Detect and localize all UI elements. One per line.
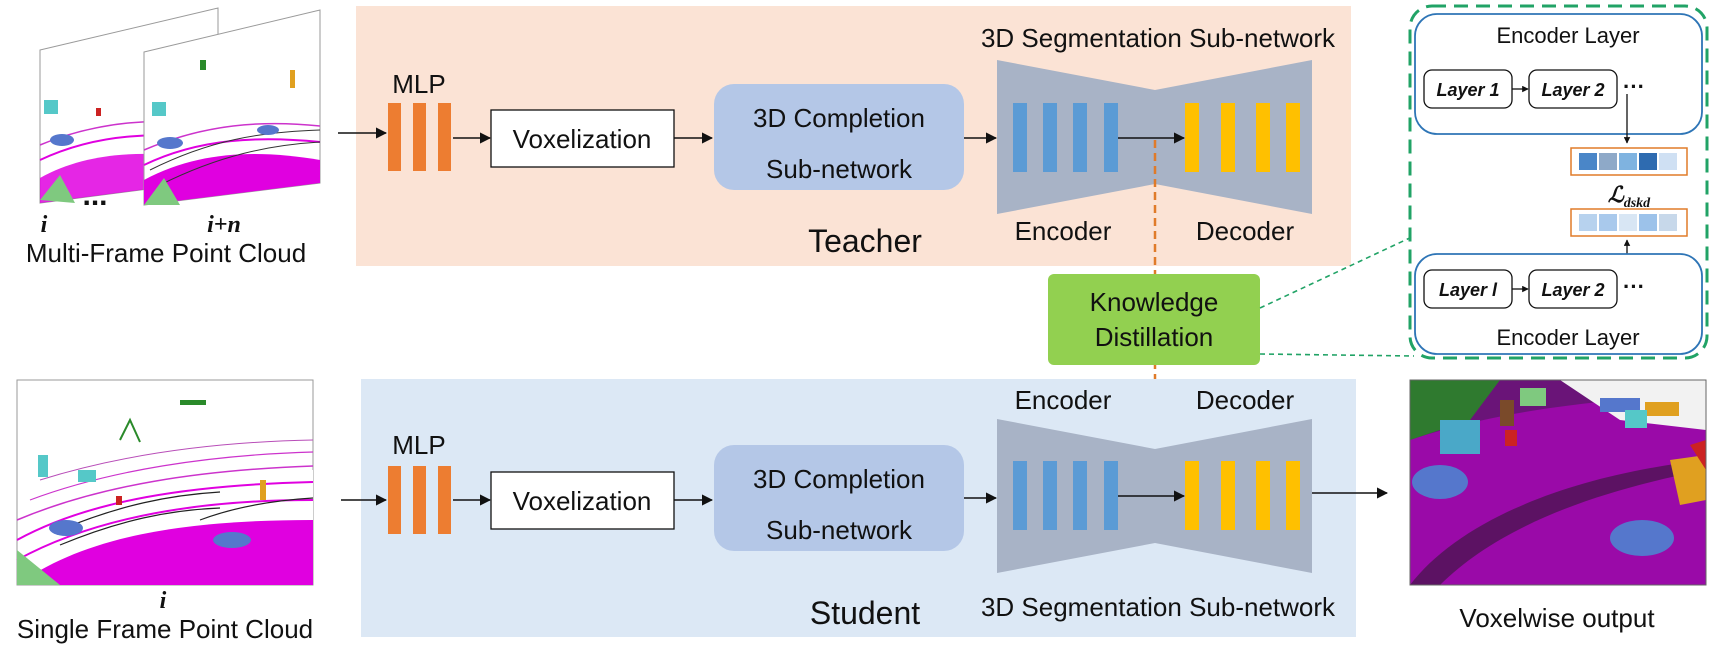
distillation-line2: Distillation [1095, 322, 1214, 352]
teacher-completion-box [714, 84, 964, 190]
student-completion-line1: 3D Completion [753, 464, 925, 494]
student-segmentation-title: 3D Segmentation Sub-network [981, 592, 1336, 622]
teacher-segmentation-hourglass [997, 60, 1312, 214]
student-completion-box [714, 445, 964, 551]
teacher-input-dots: ... [82, 179, 107, 212]
teacher-encoder-label: Encoder [1015, 216, 1112, 246]
teacher-completion-line1: 3D Completion [753, 103, 925, 133]
detail-panel [1408, 4, 1709, 360]
distillation-line1: Knowledge [1090, 287, 1219, 317]
distillation-box [1048, 274, 1260, 365]
detail-loss-label: ℒdskd [1608, 182, 1651, 211]
teacher-mlp-block [388, 103, 451, 171]
single-frame-point-cloud-image [16, 379, 314, 586]
detail-bottom-layer-a-label: Layer l [1439, 280, 1498, 300]
teacher-voxelization-label: Voxelization [513, 124, 652, 154]
student-voxelization-label: Voxelization [513, 486, 652, 516]
teacher-role-label: Teacher [808, 223, 922, 259]
multi-frame-point-cloud-image [39, 7, 321, 206]
teacher-frame-start-label: i [41, 212, 48, 238]
student-voxelization-box [490, 471, 675, 530]
teacher-completion-line2: Sub-network [766, 154, 913, 184]
teacher-frame-end-label: i+n [207, 212, 241, 238]
detail-top-layer-a-label: Layer 1 [1436, 80, 1499, 100]
student-mlp-block [388, 466, 451, 534]
teacher-input-caption: Multi-Frame Point Cloud [26, 238, 306, 268]
student-input-caption: Single Frame Point Cloud [17, 614, 313, 644]
student-completion-line2: Sub-network [766, 515, 913, 545]
student-frame-label: i [160, 588, 167, 614]
detail-bottom-ellipsis: ··· [1623, 274, 1645, 299]
teacher-decoder-label: Decoder [1196, 216, 1295, 246]
student-role-label: Student [810, 595, 920, 631]
detail-top-layer-b-label: Layer 2 [1541, 80, 1604, 100]
detail-bottom-title: Encoder Layer [1496, 325, 1639, 350]
detail-bottom-layer-b-label: Layer 2 [1541, 280, 1604, 300]
student-decoder-label: Decoder [1196, 385, 1295, 415]
teacher-segmentation-title: 3D Segmentation Sub-network [981, 23, 1336, 53]
student-encoder-label: Encoder [1015, 385, 1112, 415]
teacher-mlp-label: MLP [392, 69, 445, 99]
student-mlp-label: MLP [392, 430, 445, 460]
voxelwise-output-caption: Voxelwise output [1459, 603, 1655, 633]
detail-top-title: Encoder Layer [1496, 23, 1639, 48]
detail-top-layer-b [1528, 69, 1618, 109]
detail-bottom-feature-vector [1570, 208, 1688, 237]
detail-bottom-layer-b [1528, 269, 1618, 309]
voxelwise-output-frame [1409, 379, 1707, 586]
distill-link-top [1259, 235, 1415, 309]
distill-link-bottom [1259, 353, 1415, 357]
detail-top-feature-vector [1570, 147, 1688, 176]
voxelwise-output-image [1410, 380, 1706, 585]
detail-top-ellipsis: ··· [1623, 74, 1645, 99]
